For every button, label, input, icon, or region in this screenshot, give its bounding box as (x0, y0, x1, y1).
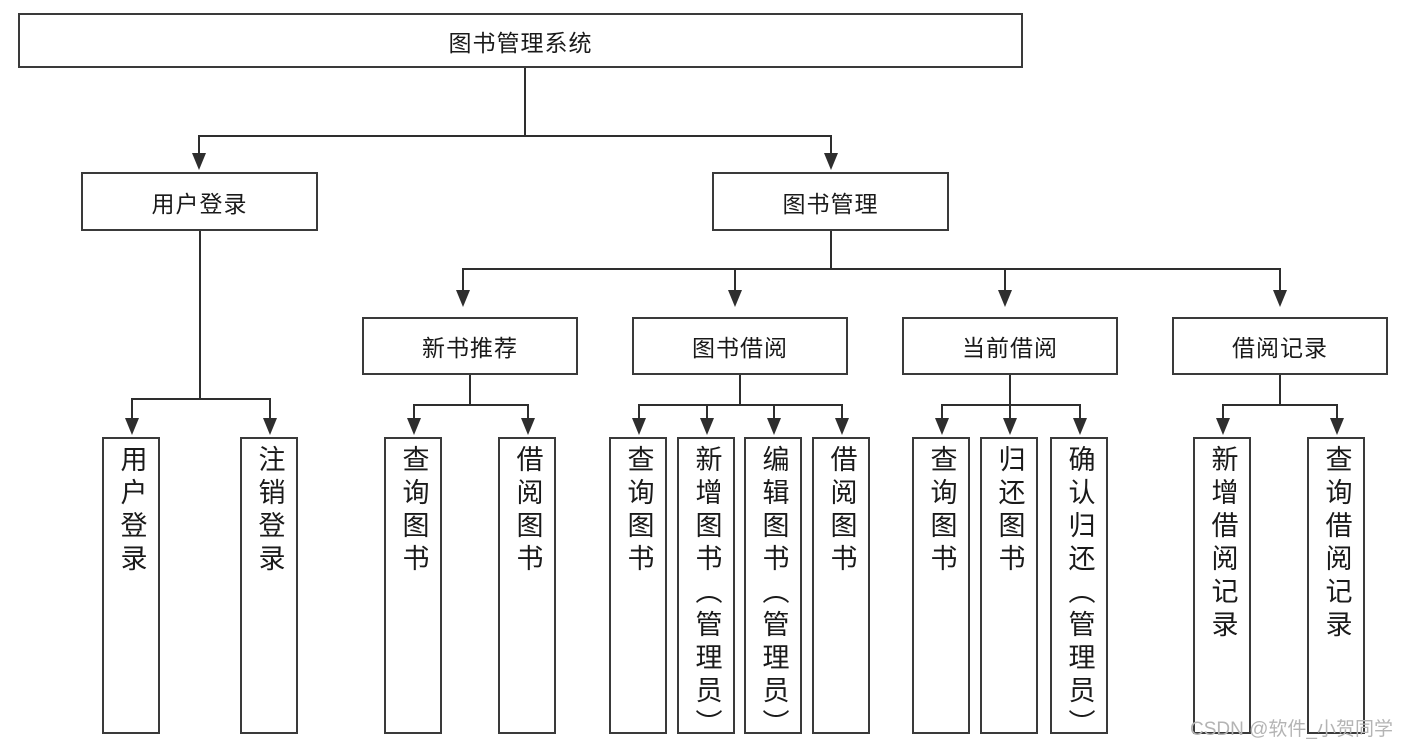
node-borrow-record[interactable]: 借阅记录 (1172, 317, 1388, 375)
connector-bb-drop-1 (638, 404, 640, 420)
leaf-bb-edit-book[interactable]: 编辑图书（管理员） (744, 437, 802, 742)
leaf-label: 借阅图书 (512, 445, 543, 577)
connector-br-drop-1 (1222, 404, 1224, 420)
connector-level3-bar (462, 268, 1280, 270)
arrow-to-current-borrow (998, 290, 1012, 307)
connector-book-management-trunk (830, 231, 832, 268)
node-label: 借阅记录 (1232, 335, 1328, 361)
leaf-label: 用户登录 (116, 445, 147, 577)
node-book-management[interactable]: 图书管理 (712, 172, 949, 231)
leaf-cb-query-book[interactable]: 查询图书 (912, 437, 970, 734)
node-label: 当前借阅 (962, 335, 1058, 361)
arrow-to-leaf-logout (263, 418, 277, 435)
leaf-bb-query-book[interactable]: 查询图书 (609, 437, 667, 734)
node-new-book-recommend[interactable]: 新书推荐 (362, 317, 578, 375)
arrow-to-leaf-bb-query (632, 418, 646, 435)
leaf-nbr-borrow-book[interactable]: 借阅图书 (498, 437, 556, 734)
connector-user-login-drop-2 (269, 398, 271, 420)
node-label: 图书管理系统 (448, 29, 593, 56)
connector-level3-drop-3 (1004, 268, 1006, 293)
connector-level3-drop-4 (1279, 268, 1281, 293)
leaf-br-query-record[interactable]: 查询借阅记录 (1307, 437, 1365, 734)
arrow-to-leaf-cb-query (935, 418, 949, 435)
connector-cb-trunk (1009, 375, 1011, 404)
leaf-label: 借阅图书 (826, 445, 857, 577)
connector-bb-trunk (739, 375, 741, 404)
leaf-user-login[interactable]: 用户登录 (102, 437, 160, 734)
leaf-label: 查询借阅记录 (1321, 445, 1352, 643)
connector-nbr-drop-1 (413, 404, 415, 420)
connector-cb-drop-1 (941, 404, 943, 420)
leaf-br-add-record[interactable]: 新增借阅记录 (1193, 437, 1251, 734)
leaf-label: 新增图书（管理员） (691, 445, 722, 742)
connector-bb-bar (638, 404, 841, 406)
arrow-to-leaf-br-add (1216, 418, 1230, 435)
connector-bb-drop-3 (773, 404, 775, 420)
arrow-to-leaf-nbr-query (407, 418, 421, 435)
connector-user-login-trunk (199, 231, 201, 398)
connector-br-drop-2 (1336, 404, 1338, 420)
node-root-book-management-system[interactable]: 图书管理系统 (18, 13, 1023, 68)
arrow-to-leaf-bb-edit (767, 418, 781, 435)
connector-level2-drop-user (198, 135, 200, 157)
leaf-label: 查询图书 (623, 445, 654, 577)
connector-level2-drop-book (830, 135, 832, 157)
connector-root-trunk (524, 68, 526, 135)
connector-cb-drop-3 (1079, 404, 1081, 420)
connector-nbr-drop-2 (527, 404, 529, 420)
arrow-to-book-management (824, 153, 838, 170)
node-book-borrow[interactable]: 图书借阅 (632, 317, 848, 375)
connector-level3-drop-1 (462, 268, 464, 293)
connector-bb-drop-2 (706, 404, 708, 420)
connector-nbr-bar (413, 404, 527, 406)
connector-user-login-drop-1 (131, 398, 133, 420)
leaf-label: 注销登录 (254, 445, 285, 577)
leaf-label: 查询图书 (398, 445, 429, 577)
leaf-nbr-query-book[interactable]: 查询图书 (384, 437, 442, 734)
leaf-label: 查询图书 (926, 445, 957, 577)
node-label: 图书管理 (782, 190, 879, 217)
arrow-to-leaf-user-login (125, 418, 139, 435)
connector-cb-drop-2 (1009, 404, 1011, 420)
leaf-label: 确认归还（管理员） (1064, 445, 1095, 742)
node-label: 用户登录 (151, 190, 248, 217)
connector-bb-drop-4 (841, 404, 843, 420)
leaf-label: 编辑图书（管理员） (758, 445, 789, 742)
leaf-cb-return-book[interactable]: 归还图书 (980, 437, 1038, 734)
arrow-to-user-login (192, 153, 206, 170)
arrow-to-new-book-recommend (456, 290, 470, 307)
connector-level2-bar (198, 135, 832, 137)
leaf-logout[interactable]: 注销登录 (240, 437, 298, 734)
connector-br-bar (1222, 404, 1336, 406)
leaf-cb-confirm-return[interactable]: 确认归还（管理员） (1050, 437, 1108, 742)
leaf-label: 归还图书 (994, 445, 1025, 577)
arrow-to-book-borrow (728, 290, 742, 307)
arrow-to-leaf-cb-confirm (1073, 418, 1087, 435)
leaf-bb-borrow-book[interactable]: 借阅图书 (812, 437, 870, 734)
connector-nbr-trunk (469, 375, 471, 404)
arrow-to-borrow-record (1273, 290, 1287, 307)
connector-user-login-bar (131, 398, 269, 400)
leaf-bb-add-book[interactable]: 新增图书（管理员） (677, 437, 735, 742)
node-label: 图书借阅 (692, 335, 788, 361)
connector-level3-drop-2 (734, 268, 736, 293)
node-current-borrow[interactable]: 当前借阅 (902, 317, 1118, 375)
leaf-label: 新增借阅记录 (1207, 445, 1238, 643)
connector-br-trunk (1279, 375, 1281, 404)
arrow-to-leaf-br-query (1330, 418, 1344, 435)
node-label: 新书推荐 (422, 335, 518, 361)
arrow-to-leaf-cb-return (1003, 418, 1017, 435)
arrow-to-leaf-bb-add (700, 418, 714, 435)
arrow-to-leaf-bb-borrow (835, 418, 849, 435)
node-user-login[interactable]: 用户登录 (81, 172, 318, 231)
arrow-to-leaf-nbr-borrow (521, 418, 535, 435)
